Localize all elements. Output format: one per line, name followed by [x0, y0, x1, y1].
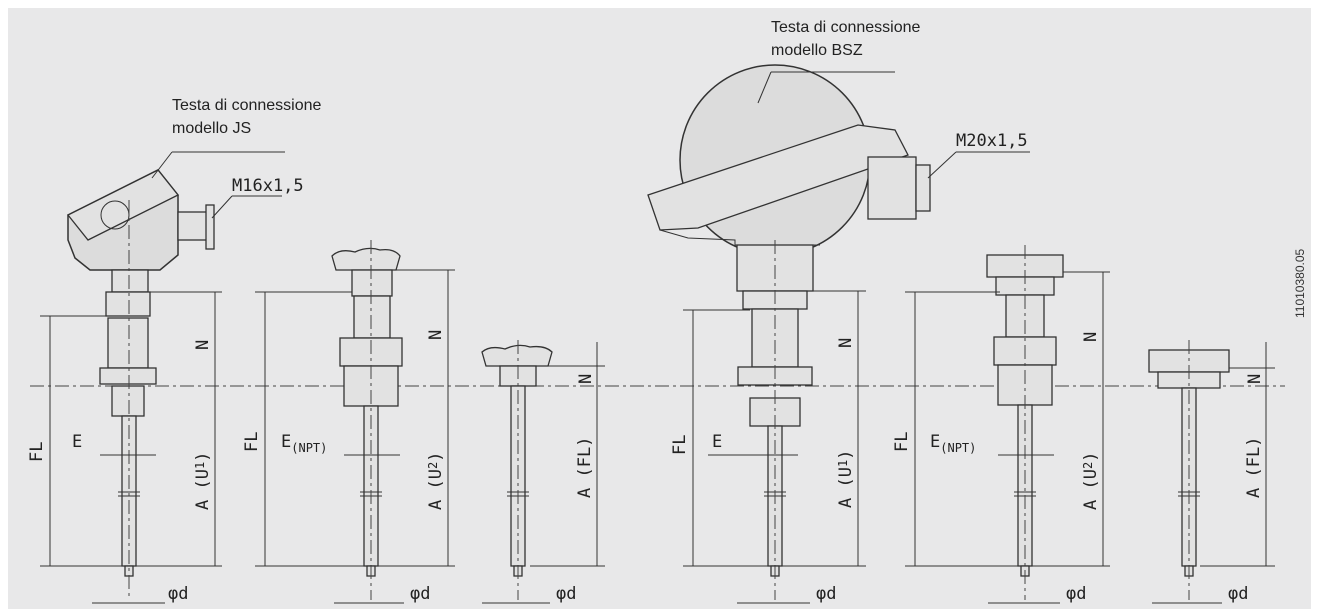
bsz-a-label: A (U1)	[836, 450, 856, 508]
js-thread-leader	[211, 195, 233, 219]
bsz-e-label: E	[712, 432, 722, 452]
bsz-leader-line	[757, 71, 772, 104]
js-n-label: N	[193, 340, 213, 350]
js-cable-gland	[177, 211, 209, 241]
js-head-lid	[66, 169, 180, 241]
fl2-phi-d-label: φd	[1228, 584, 1248, 604]
js-head-label-1: Testa di connessione	[172, 97, 322, 114]
fl1-n-label: N	[576, 374, 596, 384]
probe-bsz-head: FL N A (U1) E φd Testa di connessione mo…	[647, 19, 1030, 604]
bsz-thread-leader	[927, 151, 957, 179]
js-phi-d-label: φd	[168, 584, 188, 604]
bsz-gland-nut	[915, 164, 931, 212]
fl1-phi-d-label: φd	[556, 584, 576, 604]
bsz-head-label-1: Testa di connessione	[771, 19, 921, 36]
bsz-n-label: N	[836, 338, 856, 348]
js-fl-label: FL	[27, 442, 47, 462]
bsz-cable-gland	[867, 156, 917, 220]
npt1-nut-1	[351, 269, 393, 297]
bsz-head-label-2: modello BSZ	[771, 42, 863, 59]
fl1-cap	[481, 344, 553, 367]
probe-npt-1: FL N A (U2) E(NPT) φd	[242, 240, 455, 604]
bsz-fl-label: FL	[670, 435, 690, 455]
npt2-e-label: E(NPT)	[930, 432, 976, 455]
npt2-phi-d-label: φd	[1066, 584, 1086, 604]
npt2-a-label: A (U2)	[1081, 452, 1101, 510]
drawing-background	[8, 8, 1311, 609]
js-leader-line	[151, 151, 173, 179]
js-a-label: A (U1)	[193, 452, 213, 510]
fl1-a-label: A (FL)	[575, 437, 595, 498]
js-hex	[107, 317, 149, 369]
js-thread	[111, 385, 145, 417]
js-neck	[111, 269, 149, 293]
probe-npt-2: FL N A (U2) E(NPT) φd	[892, 245, 1110, 604]
js-head-screw	[100, 200, 130, 230]
fl2-n-label: N	[1245, 374, 1265, 384]
npt1-e-label: E(NPT)	[281, 432, 327, 455]
npt1-phi-d-label: φd	[410, 584, 430, 604]
probe-fl-1: N A (FL) φd	[481, 340, 605, 604]
probe-js-head: FL N A (U1) E φd Testa di connessione mo…	[27, 97, 322, 604]
fl2-a-label: A (FL)	[1244, 437, 1264, 498]
js-e-label: E	[72, 432, 82, 452]
js-nut-2	[99, 367, 157, 385]
probe-fl-2: N A (FL) φd	[1148, 340, 1275, 604]
npt1-a-label: A (U2)	[426, 452, 446, 510]
npt1-hex	[353, 295, 391, 339]
js-nut-1	[105, 291, 151, 317]
npt2-fl-label: FL	[892, 432, 912, 452]
bsz-phi-d-label: φd	[816, 584, 836, 604]
npt2-n-label: N	[1081, 332, 1101, 342]
js-head-label-2: modello JS	[172, 120, 251, 137]
npt1-fl-label: FL	[242, 432, 262, 452]
drawing-code: 11010380.05	[1293, 248, 1307, 318]
npt1-n-label: N	[426, 330, 446, 340]
js-thread-label: M16x1,5	[232, 176, 304, 196]
npt1-cap	[331, 247, 401, 271]
js-gland-nut	[205, 204, 215, 250]
bsz-thread-label: M20x1,5	[956, 131, 1028, 151]
